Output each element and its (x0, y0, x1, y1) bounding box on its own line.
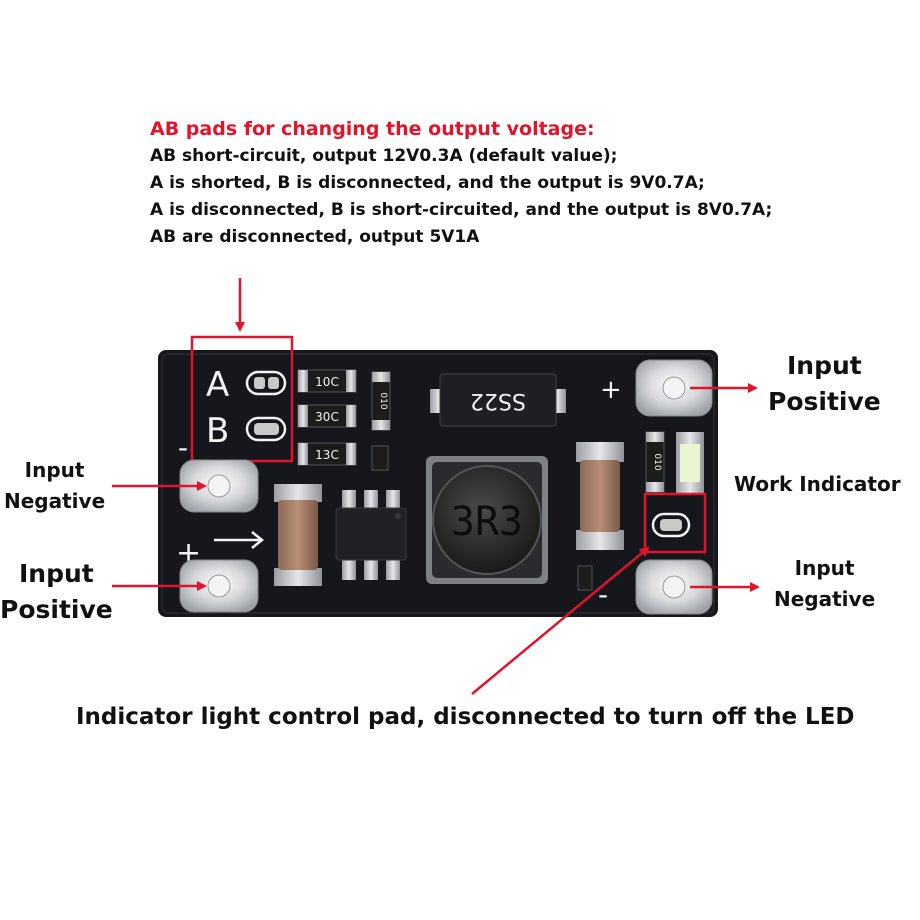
resistor-vertical-top: 010 (371, 371, 391, 431)
label-line: Negative (4, 489, 106, 513)
minus-marker-left: - (178, 431, 188, 464)
note-line-1: AB short-circuit, output 12V0.3A (defaul… (150, 146, 618, 166)
capacitor-right (576, 442, 624, 550)
jumper-b (245, 416, 287, 442)
note-title: AB pads for changing the output voltage: (150, 118, 595, 140)
note-line-2: A is shorted, B is disconnected, and the… (150, 173, 705, 193)
pad-input-positive-right (635, 359, 713, 417)
pad-a-letter: A (206, 365, 229, 405)
resistor-code-top: 010 (378, 392, 388, 409)
resistor-code-2: 30C (315, 410, 339, 424)
resistor-small-mid (371, 445, 389, 471)
label-line: Negative (774, 587, 876, 611)
resistor-10c: 10C (297, 369, 357, 393)
label-input-positive-left: Input Positive (0, 556, 113, 629)
resistor-30c: 30C (297, 404, 357, 428)
label-line: Input (18, 559, 94, 588)
arrow-indicator-pad (471, 546, 650, 695)
note-line-4: AB are disconnected, output 5V1A (150, 227, 480, 247)
resistor-code-3: 13C (315, 448, 339, 462)
capacitor-left (274, 484, 322, 586)
label-line: Positive (768, 387, 881, 417)
label-input-negative-right: Input Negative (774, 553, 875, 615)
label-input-positive-right: Input Positive (768, 348, 881, 421)
pad-input-negative-left (179, 459, 259, 513)
inductor-3r3: 3R3 (426, 456, 548, 584)
label-line: Input (786, 351, 862, 380)
resistor-led: 010 (645, 431, 665, 493)
resistor-13c: 13C (297, 442, 357, 466)
minus-marker-bottom-right: - (598, 578, 608, 611)
label-input-negative-left: Input Negative (4, 455, 105, 517)
resistor-code-led: 010 (652, 453, 662, 470)
pad-b-letter: B (206, 411, 229, 451)
diode-ss22: SS22 (430, 373, 566, 427)
silk-flow-arrow (214, 531, 265, 549)
label-line: Input (794, 556, 855, 580)
label-line: Positive (0, 595, 113, 625)
pad-input-negative-right (635, 559, 713, 615)
component-small-bottom (577, 565, 593, 591)
work-indicator-led (676, 432, 704, 494)
inductor-code: 3R3 (451, 499, 523, 545)
diode-code: SS22 (470, 388, 526, 413)
label-work-indicator: Work Indicator (734, 472, 901, 496)
indicator-pad-highlight-box (643, 492, 707, 554)
label-line: Input (24, 458, 85, 482)
indicator-control-jumper (651, 512, 691, 538)
plus-marker-top-right: + (600, 375, 622, 405)
note-line-3: A is disconnected, B is short-circuited,… (150, 200, 773, 220)
jumper-a (245, 370, 287, 396)
resistor-code-1: 10C (315, 375, 339, 389)
indicator-pad-caption: Indicator light control pad, disconnecte… (76, 704, 855, 730)
ic-chip (335, 490, 407, 580)
